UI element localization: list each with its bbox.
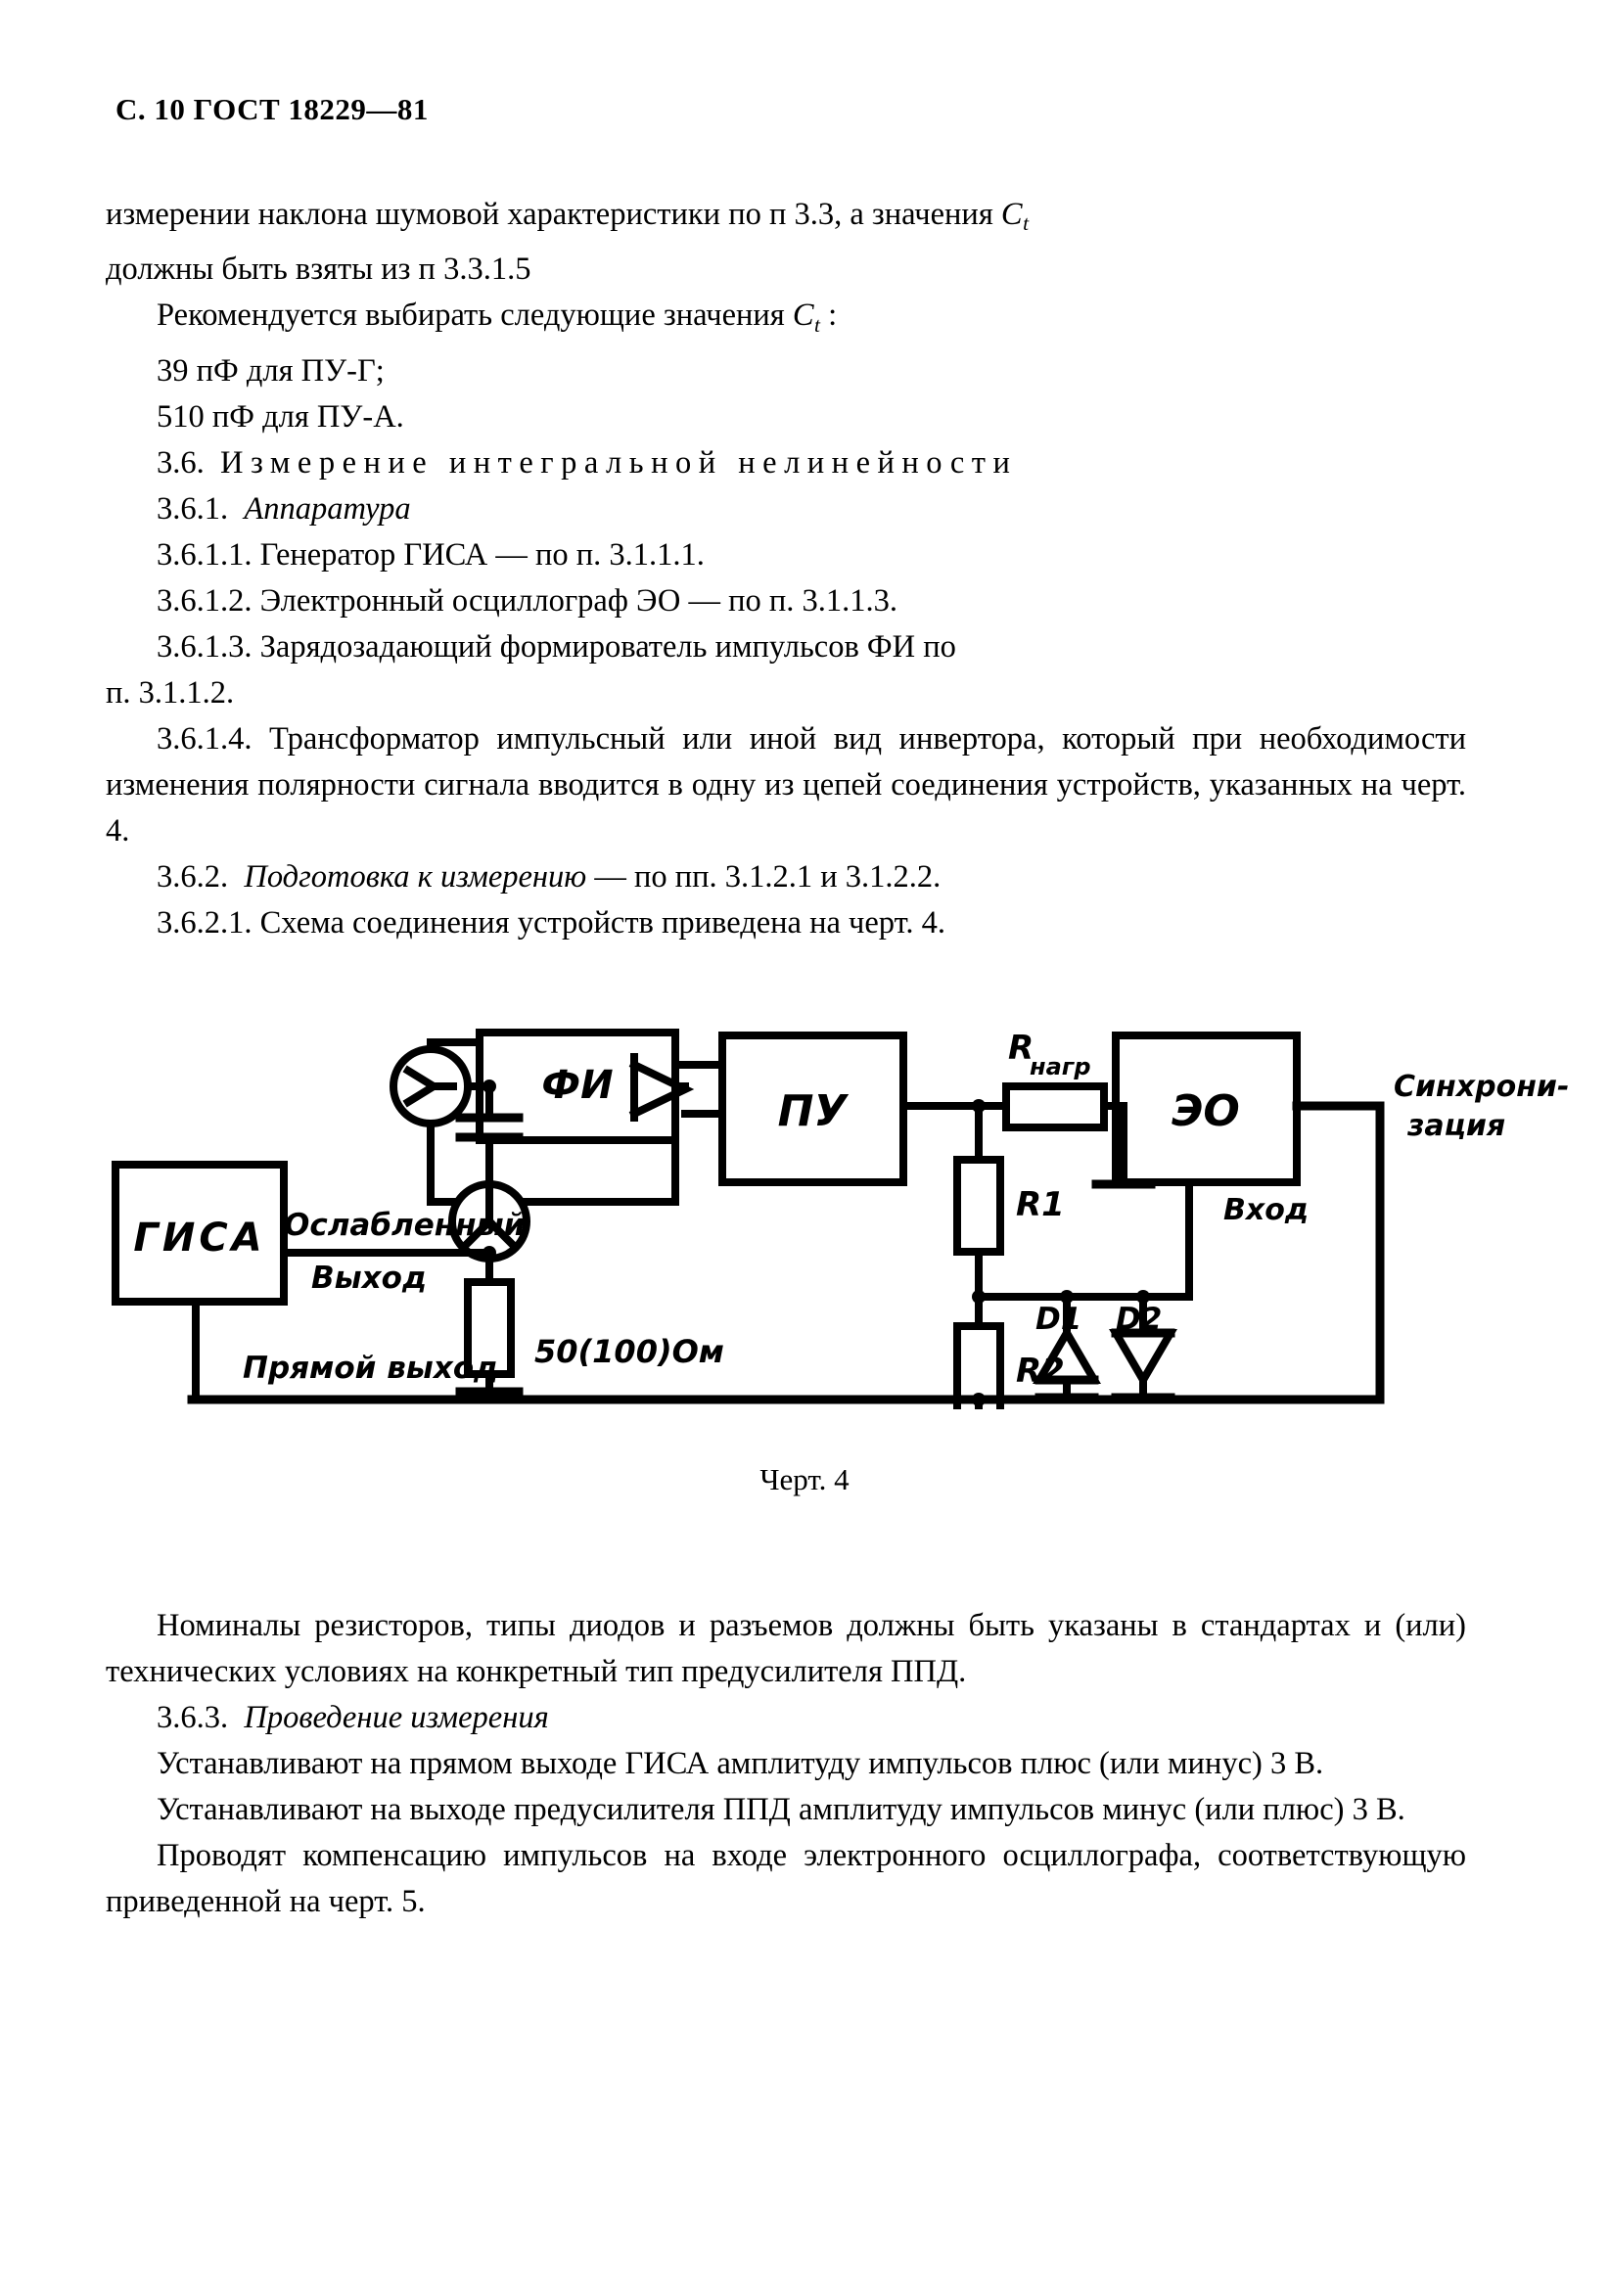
label-sync-line1: Синхрони-	[1394, 1070, 1569, 1104]
label-eo: ЭО	[1172, 1086, 1240, 1136]
paragraph-set-ppd-amplitude: Устанавливают на выходе предусилителя ПП…	[157, 1792, 1405, 1827]
resistor-r1	[953, 1156, 1004, 1256]
heading-text: Измерение интегральной нелинейности	[220, 444, 1018, 481]
clause-reference: — по пп. 3.1.2.1 и 3.1.2.2.	[586, 858, 942, 895]
label-input: Вход	[1223, 1193, 1309, 1227]
heading-3-6: 3.6. Измерение интегральной нелинейности	[106, 440, 1466, 486]
clause-3-6-2-1: 3.6.2.1. Схема соединения устройств прив…	[157, 904, 946, 941]
heading-3-6-3: 3.6.3. Проведение измерения	[106, 1695, 1466, 1741]
variable-c: C	[792, 298, 814, 334]
clause-3-6-1-1: 3.6.1.1. Генератор ГИСА — по п. 3.1.1.1.	[157, 536, 705, 573]
label-attenuated-output-line1: Ослабленный	[284, 1208, 525, 1243]
clause-3-6-1-2: 3.6.1.2. Электронный осциллограф ЭО — по…	[157, 582, 898, 619]
paragraph-measurement-slope: измерении наклона шумовой характеристики…	[106, 192, 1466, 247]
clause-number: 3.6.2.	[157, 858, 229, 895]
clause-title: Подготовка к измерению	[244, 858, 587, 895]
page-running-head: С. 10 ГОСТ 18229—81	[115, 92, 429, 126]
paragraph-compensation: Проводят компенсацию импульсов на входе …	[106, 1838, 1466, 1919]
label-direct-output: Прямой выход	[243, 1351, 498, 1386]
label-sync-line2: зация	[1406, 1109, 1505, 1143]
body-text-lower: Номиналы резисторов, типы диодов и разъе…	[106, 1603, 1466, 1925]
variable-c: C	[1000, 197, 1023, 232]
label-d1: D1	[1035, 1302, 1081, 1337]
paragraph-510pf: 510 пФ для ПУ-А.	[157, 398, 404, 435]
resistor-rload	[1002, 1082, 1108, 1131]
figure-caption: Черт. 4	[759, 1462, 850, 1496]
clause-title: Проведение измерения	[244, 1700, 549, 1735]
paragraph-taken-from: должны быть взяты из п 3.3.1.5	[106, 252, 531, 288]
label-attenuated-output-line2: Выход	[311, 1261, 427, 1296]
clause-title: Аппаратура	[244, 490, 411, 527]
variable-c-subscript: t	[1023, 211, 1030, 236]
clause-3-6-2: 3.6.2. Подготовка к измерению — по пп. 3…	[106, 854, 1466, 900]
colon-text: :	[820, 298, 838, 334]
body-text-upper: измерении наклона шумовой характеристики…	[106, 192, 1466, 946]
clause-number: 3.6.3.	[157, 1700, 229, 1735]
paragraph-resistor-ratings: Номиналы резисторов, типы диодов и разъе…	[106, 1608, 1466, 1689]
label-r2: R2	[1016, 1352, 1065, 1391]
label-resistor-50-100-ohm: 50(100)Ом	[534, 1333, 724, 1370]
clause-3-6-1-4: 3.6.1.4. Трансформатор импульсный или ин…	[106, 720, 1466, 849]
variable-c-subscript: t	[814, 312, 821, 337]
label-r1: R1	[1016, 1185, 1065, 1224]
label-pu: ПУ	[778, 1086, 850, 1136]
label-rload-subscript: нагр	[1030, 1053, 1091, 1080]
paragraph-39pf: 39 пФ для ПУ-Г;	[157, 352, 385, 389]
paragraph-text: Рекомендуется выбирать следующие значени…	[157, 298, 793, 334]
label-rload: R	[1008, 1029, 1034, 1068]
label-gisa: ГИСА	[133, 1216, 265, 1261]
label-d2: D2	[1116, 1302, 1162, 1337]
heading-number: 3.6.	[157, 444, 205, 481]
clause-number: 3.6.1.	[157, 490, 229, 527]
paragraph-recommended-values: Рекомендуется выбирать следующие значени…	[106, 293, 1466, 347]
clause-3-6-1-3-cont: п. 3.1.1.2.	[106, 674, 235, 711]
paragraph-text: измерении наклона шумовой характеристики…	[106, 197, 1001, 232]
figure-circuit-diagram: ГИСА ФИ ПУ ЭО Ослабленный Выход Прямой в…	[0, 988, 1609, 1409]
label-fi: ФИ	[541, 1063, 613, 1108]
heading-3-6-1: 3.6.1. Аппаратура	[106, 486, 1466, 532]
paragraph-set-gisa-amplitude: Устанавливают на прямом выходе ГИСА ампл…	[157, 1746, 1324, 1781]
clause-3-6-1-3: 3.6.1.3. Зарядозадающий формирователь им…	[157, 628, 956, 665]
